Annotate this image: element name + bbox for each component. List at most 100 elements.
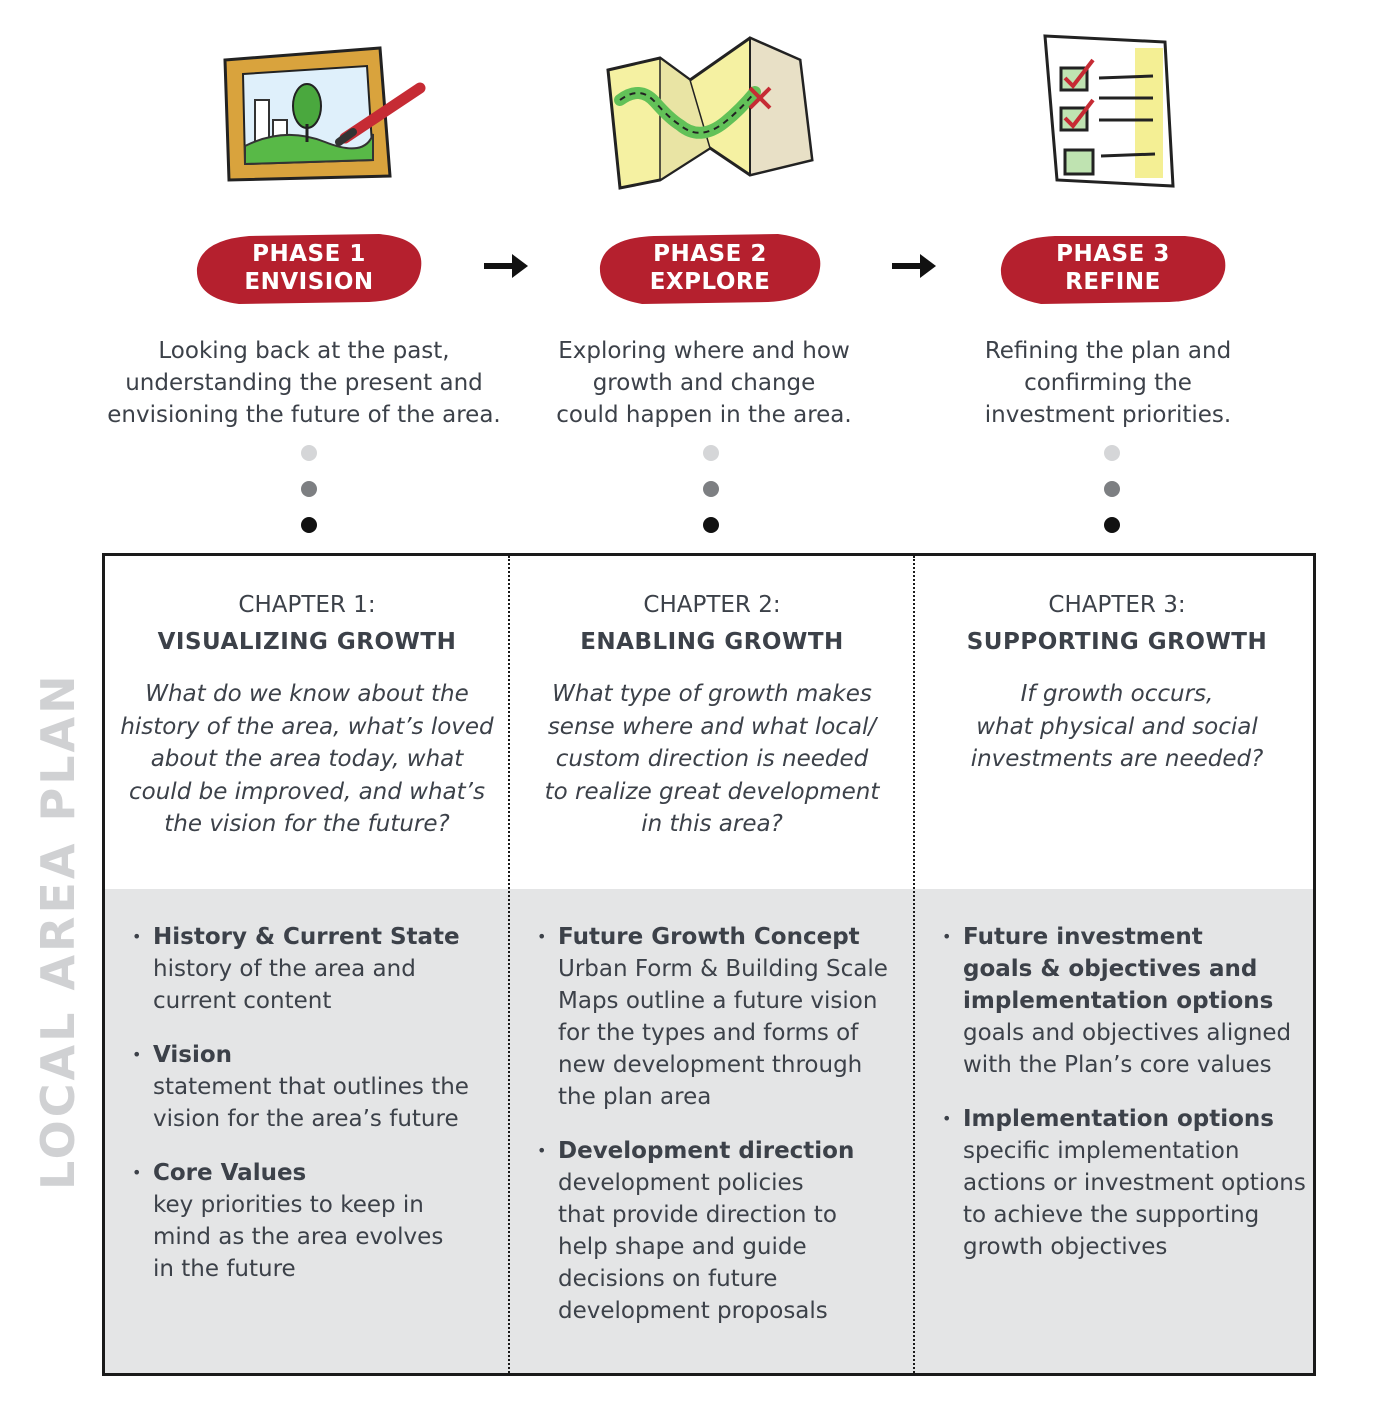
phase-2-badge: PHASE 2 EXPLORE <box>590 226 830 310</box>
bullet-icon: • <box>132 927 142 946</box>
question-line: investments are needed? <box>970 746 1264 772</box>
chapter-number: CHAPTER 1: <box>238 592 376 618</box>
framed-painting-icon <box>215 38 435 192</box>
item-title: Development direction <box>558 1138 855 1164</box>
item-title: Implementation options <box>963 1106 1274 1132</box>
description-line: Looking back at the past, <box>158 338 450 364</box>
chapter-items: • Future Growth Concept Urban Form & Bui… <box>534 921 904 1349</box>
chapter-items: • History & Current State history of the… <box>129 921 499 1307</box>
question-line: about the area today, what <box>150 746 464 772</box>
connector-dot <box>301 445 317 461</box>
question-line: what physical and social <box>976 713 1258 740</box>
phase-1-description: Looking back at the past, understanding … <box>94 335 514 431</box>
sidebar-label: LOCAL AREA PLAN <box>31 672 85 1190</box>
list-item: • Development direction development poli… <box>534 1135 904 1327</box>
phase-3-badge: PHASE 3 REFINE <box>993 226 1233 310</box>
connector-dot <box>1104 481 1120 497</box>
connector-dot <box>1104 445 1120 461</box>
description-line: confirming the <box>1024 370 1192 396</box>
chapters-table: CHAPTER 1: VISUALIZING GROWTH What do we… <box>102 553 1316 1376</box>
connector-dot <box>703 481 719 497</box>
connector-dot <box>703 517 719 533</box>
question-line: to realize great development <box>544 778 880 805</box>
brush-stroke-shape <box>599 234 821 304</box>
connector-dot <box>703 445 719 461</box>
phase-1-number: PHASE 1 <box>252 241 366 267</box>
question-line: sense where and what local/ <box>547 713 877 740</box>
list-item: • Future Growth Concept Urban Form & Bui… <box>534 921 904 1113</box>
description-line: Exploring where and how <box>558 338 850 364</box>
chapter-1-column: CHAPTER 1: VISUALIZING GROWTH What do we… <box>105 556 509 1373</box>
chapter-number: CHAPTER 3: <box>1048 592 1186 618</box>
description-line: investment priorities. <box>984 402 1232 428</box>
item-title: History & Current State <box>153 924 460 950</box>
item-title: Vision <box>153 1042 233 1068</box>
description-line: understanding the present and <box>125 370 483 396</box>
description-line: growth and change <box>592 370 816 396</box>
chapter-2-column: CHAPTER 2: ENABLING GROWTH What type of … <box>510 556 914 1373</box>
phase-1-name: ENVISION <box>244 269 374 295</box>
bullet-icon: • <box>942 1109 952 1128</box>
description-line: Refining the plan and <box>984 338 1232 364</box>
bullet-icon: • <box>132 1045 142 1064</box>
checklist-icon <box>1035 28 1185 197</box>
question-line: What do we know about the <box>145 681 469 707</box>
chapter-question: What do we know about the history of the… <box>105 678 509 841</box>
question-line: What type of growth makes <box>552 681 872 707</box>
connector-dot <box>1104 517 1120 533</box>
phase-2-number: PHASE 2 <box>653 241 767 267</box>
item-title: Core Values <box>153 1160 307 1186</box>
arrow-right-icon <box>482 252 530 284</box>
bullet-icon: • <box>537 927 547 946</box>
question-line: custom direction is needed <box>555 746 869 772</box>
chapter-title: ENABLING GROWTH <box>580 629 844 655</box>
arrow-right-icon <box>890 252 938 284</box>
question-line: in this area? <box>641 811 783 837</box>
column-divider <box>913 556 915 1373</box>
list-item: • Implementation options specific implem… <box>939 1103 1309 1263</box>
chapter-question: What type of growth makes sense where an… <box>510 678 914 841</box>
chapter-3-column: CHAPTER 3: SUPPORTING GROWTH If growth o… <box>915 556 1313 1373</box>
description-line: envisioning the future of the area. <box>107 402 501 428</box>
phase-3-label: PHASE 3 REFINE <box>993 240 1233 296</box>
deliverables-band <box>105 889 1313 1373</box>
phase-2-description: Exploring where and how growth and chang… <box>494 335 914 431</box>
list-item: • History & Current State history of the… <box>129 921 499 1017</box>
description-line: could happen in the area. <box>556 402 852 428</box>
brush-stroke-shape <box>196 234 422 304</box>
bullet-icon: • <box>537 1141 547 1160</box>
chapter-number: CHAPTER 2: <box>643 592 781 618</box>
phase-3-number: PHASE 3 <box>1056 241 1170 267</box>
phase-1-label: PHASE 1 ENVISION <box>189 240 429 296</box>
brush-stroke-shape <box>1000 236 1226 304</box>
bullet-icon: • <box>132 1163 142 1182</box>
item-title: Future Growth Concept <box>558 924 860 950</box>
phase-2-name: EXPLORE <box>649 269 771 295</box>
question-line: the vision for the future? <box>164 811 450 837</box>
phase-1-badge: PHASE 1 ENVISION <box>189 226 429 310</box>
chapter-title: SUPPORTING GROWTH <box>966 629 1268 655</box>
treasure-map-icon <box>600 30 820 199</box>
phase-3-name: REFINE <box>1065 269 1161 295</box>
chapter-title: VISUALIZING GROWTH <box>157 629 457 655</box>
question-line: could be improved, and what’s <box>129 778 485 805</box>
question-line: history of the area, what’s loved <box>120 713 494 740</box>
chapter-question: If growth occurs, what physical and soci… <box>915 678 1313 776</box>
connector-dot <box>301 481 317 497</box>
bullet-icon: • <box>942 927 952 946</box>
connector-dot <box>301 517 317 533</box>
column-divider <box>508 556 510 1373</box>
phase-2-label: PHASE 2 EXPLORE <box>590 240 830 296</box>
